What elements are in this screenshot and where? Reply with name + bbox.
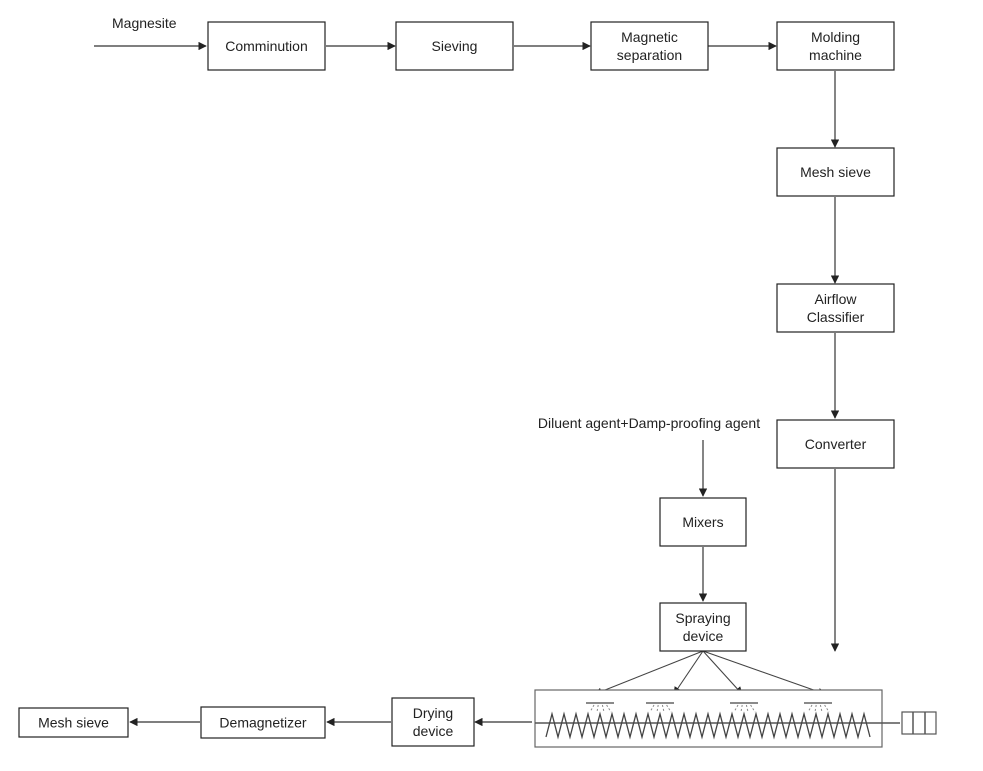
- node-demagnetizer-label: Demagnetizer: [219, 715, 306, 731]
- node-airflow-classifier-label-line-1: Airflow: [814, 291, 857, 307]
- node-mesh-sieve-top: Mesh sieve: [776, 147, 895, 197]
- spray-mist-1-3: [601, 704, 605, 713]
- flow-connectors: [94, 41, 840, 727]
- spray-mist-4-4: [824, 704, 830, 713]
- node-mesh-sieve-bottom-label: Mesh sieve: [38, 715, 109, 731]
- node-airflow-classifier-label-line-2: Classifier: [807, 309, 865, 325]
- node-magnetic-separation-label: Magnetic separation: [617, 29, 682, 63]
- node-molding-machine-label-line-1: Molding: [811, 29, 860, 45]
- screw-conveyor: [534, 689, 937, 748]
- node-mesh-sieve-bottom-label-line-1: Mesh sieve: [38, 715, 109, 731]
- node-magnetic-separation-label-line-2: separation: [617, 47, 682, 63]
- node-comminution: Comminution: [207, 21, 326, 71]
- node-molding-machine-label: Molding machine: [809, 29, 862, 63]
- node-comminution-label-line-1: Comminution: [225, 38, 307, 54]
- additive-input-label: Diluent agent+Damp-proofing agent: [538, 415, 760, 431]
- node-converter-label: Converter: [805, 436, 867, 452]
- node-spraying-device-box: [659, 602, 747, 652]
- spray-mist-2-1: [649, 704, 655, 713]
- node-sieving-label: Sieving: [432, 38, 478, 54]
- node-spraying-device-label-line-1: Spraying: [675, 610, 730, 626]
- node-demagnetizer-box: [200, 706, 326, 739]
- spray-fan-line-1: [594, 650, 704, 696]
- node-magnetic-separation-label-line-1: Magnetic: [621, 29, 678, 45]
- node-converter: Converter: [776, 419, 895, 469]
- node-demagnetizer-label-line-1: Demagnetizer: [219, 715, 306, 731]
- drive-motor: [901, 711, 937, 735]
- spray-mist-3-4: [750, 704, 756, 713]
- spray-fan-line-4: [702, 650, 826, 696]
- node-mesh-sieve-bottom: Mesh sieve: [18, 707, 129, 738]
- conveyor-housing: [534, 689, 883, 748]
- node-molding-machine-label-line-2: machine: [809, 47, 862, 63]
- node-sieving-box: [395, 21, 514, 71]
- node-demagnetizer: Demagnetizer: [200, 706, 326, 739]
- spray-fan-line-2: [673, 650, 704, 695]
- node-converter-box: [776, 419, 895, 469]
- spray-mist-3-1: [733, 704, 739, 713]
- process-nodes: Comminution Sieving Magnetic separation M…: [18, 21, 895, 747]
- node-magnetic-separation: Magnetic separation: [590, 21, 709, 71]
- node-molding-machine-box: [776, 21, 895, 71]
- node-mixers-label-line-1: Mixers: [682, 514, 723, 530]
- spray-mist-1-2: [596, 704, 599, 713]
- spray-mist-2-4: [666, 704, 672, 713]
- node-drying-device-label-line-1: Drying: [413, 705, 453, 721]
- spray-mist-4-3: [819, 704, 823, 713]
- node-airflow-classifier-box: [776, 283, 895, 333]
- spray-mist-3-2: [740, 704, 743, 713]
- node-mesh-sieve-top-box: [776, 147, 895, 197]
- node-mixers: Mixers: [659, 497, 747, 547]
- node-sieving-label-line-1: Sieving: [432, 38, 478, 54]
- node-converter-label-line-1: Converter: [805, 436, 867, 452]
- node-mesh-sieve-top-label-line-1: Mesh sieve: [800, 164, 871, 180]
- spray-mist-4-1: [807, 704, 813, 713]
- node-spraying-device-label-line-2: device: [683, 628, 724, 644]
- spray-mist-1-1: [589, 704, 595, 713]
- node-spraying-device-label: Spraying device: [675, 610, 730, 644]
- node-comminution-box: [207, 21, 326, 71]
- spray-mist-2-2: [656, 704, 659, 713]
- node-magnetic-separation-box: [590, 21, 709, 71]
- spray-mist-4-2: [814, 704, 817, 713]
- node-drying-device: Drying device: [391, 697, 475, 747]
- spray-mist-2-3: [661, 704, 665, 713]
- node-drying-device-box: [391, 697, 475, 747]
- node-sieving: Sieving: [395, 21, 514, 71]
- node-drying-device-label-line-2: device: [413, 723, 454, 739]
- node-mesh-sieve-bottom-box: [18, 707, 129, 738]
- screw-spiral: [545, 711, 871, 740]
- node-mixers-box: [659, 497, 747, 547]
- spray-fan-lines: [594, 650, 826, 696]
- magnesite-input-label: Magnesite: [112, 15, 177, 31]
- node-mesh-sieve-top-label: Mesh sieve: [800, 164, 871, 180]
- node-drying-device-label: Drying device: [413, 705, 454, 739]
- spray-mist-1-4: [606, 704, 612, 713]
- node-spraying-device: Spraying device: [659, 602, 747, 652]
- spray-mist-3-3: [745, 704, 749, 713]
- spray-nozzles: [586, 702, 832, 713]
- node-molding-machine: Molding machine: [776, 21, 895, 71]
- node-comminution-label: Comminution: [225, 38, 307, 54]
- spray-fan-line-3: [702, 650, 743, 695]
- node-mixers-label: Mixers: [682, 514, 723, 530]
